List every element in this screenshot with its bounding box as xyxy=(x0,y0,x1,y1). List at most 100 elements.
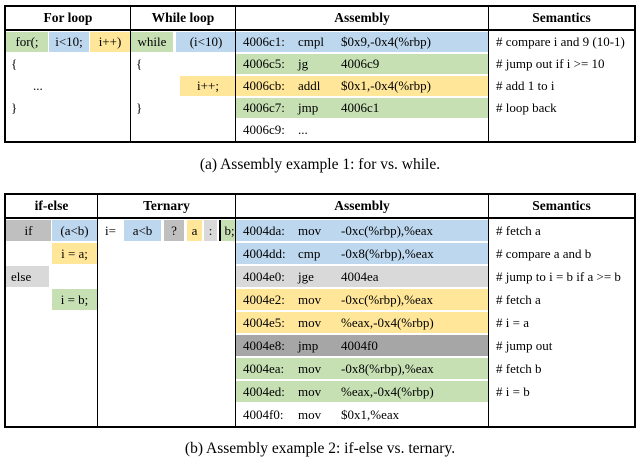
code-token: a xyxy=(187,220,202,241)
table-row xyxy=(98,357,235,380)
table-row: # jump out if i >= 10 xyxy=(489,53,634,75)
table-row xyxy=(6,119,130,141)
asm-operands: %eax,-0x4(%rbp) xyxy=(341,315,434,330)
table-row xyxy=(489,119,634,141)
asm-operands: $0x1,%eax xyxy=(341,407,400,422)
asm-row: 4004dd:cmp-0x8(%rbp),%eax xyxy=(236,243,488,264)
table-row: # fetch a xyxy=(489,288,634,311)
table-row xyxy=(98,242,235,265)
table-row: } xyxy=(131,97,235,119)
asm-address: 4004e0: xyxy=(243,269,285,284)
table-row xyxy=(131,119,235,141)
table-row: # compare a and b xyxy=(489,242,634,265)
column-assembly: 4006c1: cmpl $0x9,-0x4(%rbp) 4006c5: jg 4006c… xyxy=(235,31,488,141)
asm-address: 4006c1: xyxy=(243,34,285,49)
asm-operands: $0x9,-0x4(%rbp) xyxy=(341,34,431,49)
asm-mnemonic: mov xyxy=(298,223,322,238)
asm-row: 4006c1: cmpl $0x9,-0x4(%rbp) xyxy=(236,32,488,52)
table-row: 4006cb:addl$0x1,-0x4(%rbp) xyxy=(236,75,488,97)
table-row: # i = a xyxy=(489,311,634,334)
asm-address: 4004ed: xyxy=(243,384,285,399)
code-text: i= xyxy=(105,223,116,238)
asm-address: 4004f0: xyxy=(243,407,284,422)
asm-address: 4004e5: xyxy=(243,315,285,330)
asm-address: 4004e2: xyxy=(243,292,285,307)
code-token: else xyxy=(6,266,49,287)
table-row: 4004f0: mov $0x1,%eax xyxy=(236,403,488,426)
asm-operands: 4006c1 xyxy=(341,100,380,115)
asm-row: 4006c9:... xyxy=(236,120,488,140)
table-row: 4006c1: cmpl $0x9,-0x4(%rbp) xyxy=(236,31,488,53)
table-row: i++; xyxy=(131,75,235,97)
column-header: Assembly xyxy=(235,7,488,29)
table-row xyxy=(98,380,235,403)
table-row: # fetch a xyxy=(489,219,634,242)
table-row: 4004dd:cmp-0x8(%rbp),%eax xyxy=(236,242,488,265)
column-header: Assembly xyxy=(235,195,488,217)
code-token: : xyxy=(204,220,217,241)
code-token: (a<b) xyxy=(52,220,97,241)
asm-mnemonic: mov xyxy=(298,407,322,422)
table-body: for(;i<10;i++){...}while(i<10){i++;}4006… xyxy=(6,31,634,141)
asm-row: 4004e5:mov%eax,-0x4(%rbp) xyxy=(236,312,488,333)
table-row: # jump to i = b if a >= b xyxy=(489,265,634,288)
code-token: while xyxy=(131,32,173,52)
asm-mnemonic: mov xyxy=(298,292,322,307)
table-row xyxy=(98,311,235,334)
semantics-comment: # jump out xyxy=(496,338,553,353)
table-row xyxy=(6,403,97,426)
semantics-comment: # jump out if i >= 10 xyxy=(496,56,605,71)
table-row xyxy=(98,403,235,426)
table-row: # compare i and 9 (10-1) xyxy=(489,31,634,53)
table-row: i=a<b?a:b; xyxy=(98,219,235,242)
semantics-comment: # fetch a xyxy=(496,223,541,238)
table-row: 4004e2: mov -0xc(%rbp),%eax xyxy=(236,288,488,311)
table-row xyxy=(489,403,634,426)
code-token: i = a; xyxy=(52,243,97,264)
code-token: i<10; xyxy=(49,32,89,52)
code-token: i++) xyxy=(90,32,130,52)
table-row xyxy=(98,334,235,357)
asm-row: 4004da:mov-0xc(%rbp),%eax xyxy=(236,220,488,241)
code-token: if xyxy=(6,220,51,241)
asm-address: 4006c5: xyxy=(243,56,285,71)
code-text: } xyxy=(11,100,18,115)
asm-mnemonic: jg xyxy=(298,56,309,71)
table-row xyxy=(6,380,97,403)
asm-address: 4004e8: xyxy=(243,338,285,353)
asm-row: 4006cb:addl$0x1,-0x4(%rbp) xyxy=(236,76,488,96)
asm-mnemonic: jmp xyxy=(298,100,319,115)
semantics-comment: # compare a and b xyxy=(496,246,592,261)
table-row: 4006c9:... xyxy=(236,119,488,141)
code-token: ? xyxy=(164,220,184,241)
asm-mnemonic: jge xyxy=(298,269,314,284)
semantics-comment: # add 1 to i xyxy=(496,78,555,93)
table-row: while(i<10) xyxy=(131,31,235,53)
table-row: for(;i<10;i++) xyxy=(6,31,130,53)
table-row: # loop back xyxy=(489,97,634,119)
table-row: # add 1 to i xyxy=(489,75,634,97)
asm-row: 4004ea:mov-0x8(%rbp),%eax xyxy=(236,358,488,379)
column-header: Semantics xyxy=(488,7,634,29)
table-row: { xyxy=(131,53,235,75)
asm-mnemonic: cmp xyxy=(298,246,321,261)
code-token: b; xyxy=(219,220,235,241)
asm-operands: -0xc(%rbp),%eax xyxy=(341,292,434,307)
asm-mnemonic: mov xyxy=(298,384,322,399)
asm-mnemonic: cmpl xyxy=(298,34,324,49)
column-header: Ternary xyxy=(97,195,235,217)
table-row xyxy=(98,288,235,311)
semantics-comment: # loop back xyxy=(496,100,557,115)
caption-a: (a) Assembly example 1: for vs. while. xyxy=(199,156,441,173)
